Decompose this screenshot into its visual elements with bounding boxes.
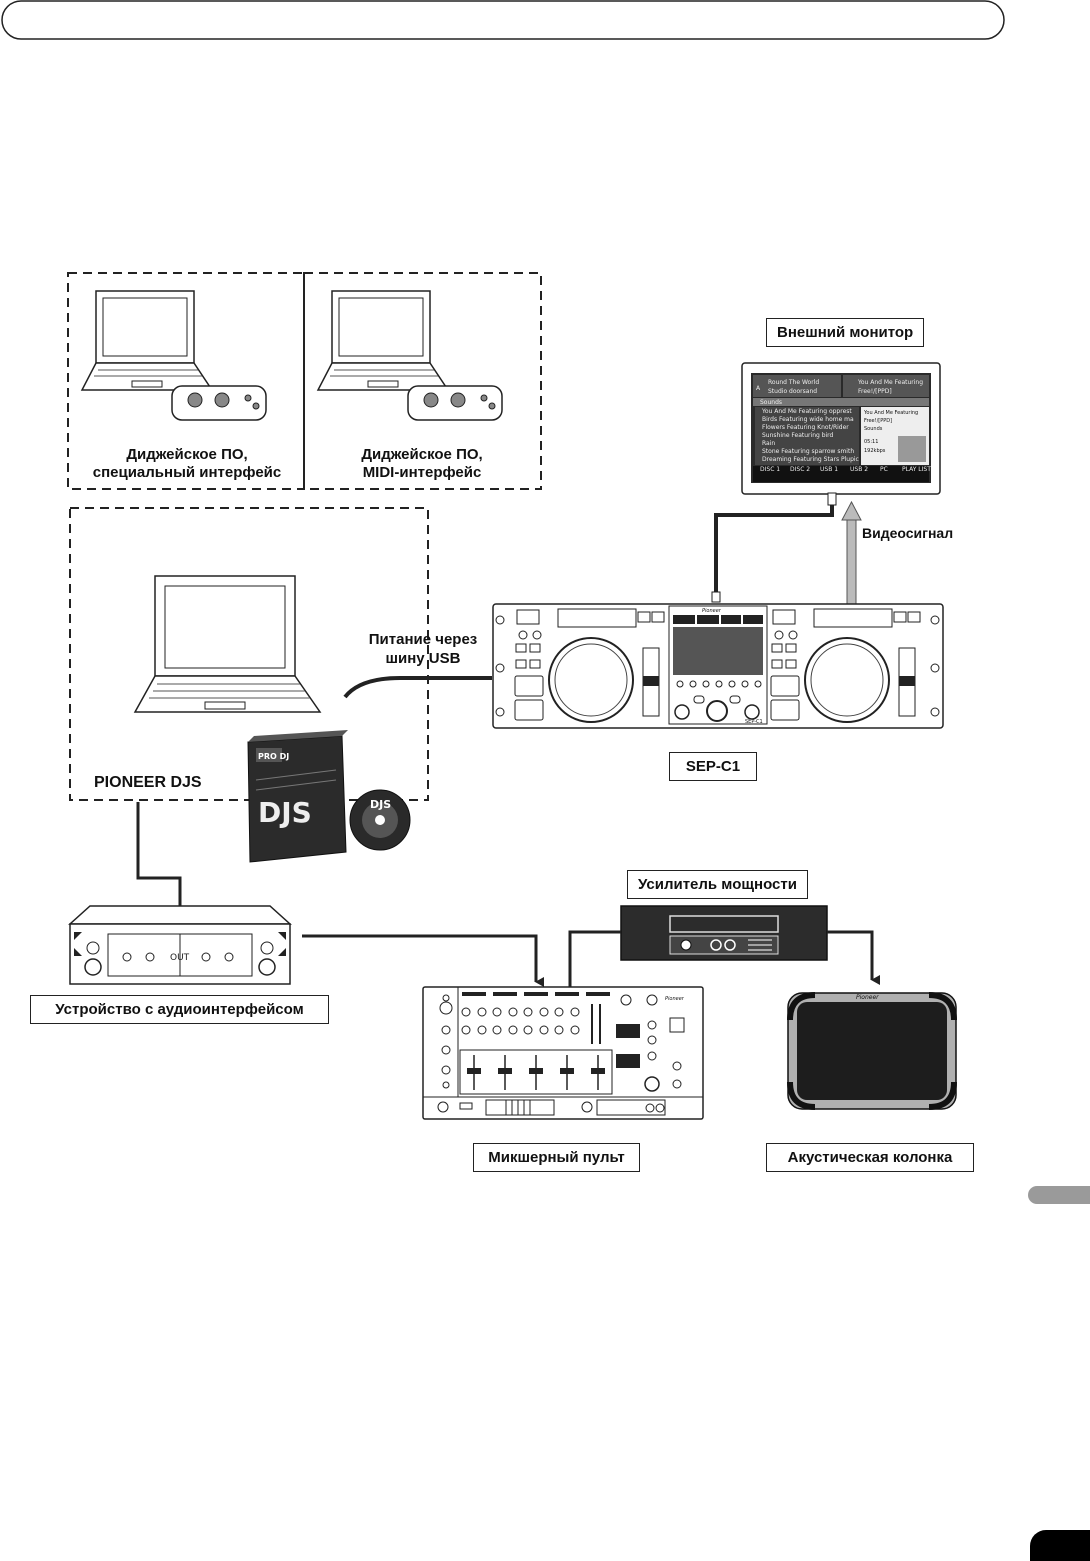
- djs-disc-logo: DJS: [370, 798, 391, 811]
- sep-c1-brand: Pioneer: [702, 608, 722, 614]
- monitor-list-item: Sunshine Featuring bird: [762, 432, 834, 439]
- controller-1-icon: [171, 385, 267, 421]
- laptop-2-icon: [316, 290, 450, 391]
- controller-2-icon: [407, 385, 503, 421]
- djs-box-brand: PRO DJ: [258, 752, 289, 761]
- monitor-list-item: You And Me Featuring opprest: [761, 408, 852, 415]
- monitor-deck-b-track: You And Me Featuring: [857, 379, 923, 386]
- monitor-info-track: You And Me Featuring: [863, 410, 918, 416]
- section-tab: [1028, 1186, 1090, 1204]
- monitor-deck-a-track: Round The World: [768, 379, 819, 386]
- label-line: Диджейское ПО,: [361, 446, 483, 463]
- monitor-info-genre: Sounds: [864, 426, 883, 432]
- label-external-monitor: Внешний монитор: [766, 318, 925, 347]
- label-dj-software-midi: Диджейское ПО, MIDI-интерфейс: [312, 446, 532, 482]
- label-dj-software-special: Диджейское ПО, специальный интерфейс: [78, 446, 296, 482]
- monitor-bitrate: 192kbps: [864, 448, 886, 454]
- usb-cable: [343, 676, 492, 699]
- monitor-deck-a-letter: A: [756, 385, 761, 392]
- monitor-tab: DISC 1: [760, 466, 780, 473]
- page-number-tab: [1030, 1530, 1090, 1561]
- djs-disc-icon: DJS: [349, 789, 411, 851]
- label-video-signal: Видеосигнал: [862, 525, 954, 541]
- djs-box-logo: DJS: [258, 796, 312, 829]
- speaker-brand: Pioneer: [856, 994, 879, 1001]
- label-mixer: Микшерный пульт: [473, 1143, 640, 1172]
- video-signal-arrow: [841, 500, 862, 605]
- audio-cable-interface-to-mixer: [302, 934, 544, 987]
- audio-cable-mixer-to-amp: [568, 930, 621, 988]
- monitor-info-artist: Free!/[PPD]: [864, 418, 892, 424]
- monitor-list-item: Stone Featuring sparrow smith: [762, 448, 854, 455]
- label-audio-interface-device: Устройство с аудиоинтерфейсом: [30, 995, 329, 1024]
- monitor-list-item: Dreaming Featuring Stars Plupic: [762, 456, 859, 463]
- monitor-tab: DISC 2: [790, 466, 810, 473]
- audio-out-label: OUT: [170, 953, 190, 963]
- mixer-device: Pioneer: [422, 986, 704, 1120]
- label-pioneer-djs: PIONEER DJS: [94, 774, 202, 791]
- dashed-box-special-interface: [67, 272, 305, 490]
- label-line: специальный интерфейс: [92, 464, 282, 481]
- label-line: Питание через: [368, 631, 478, 648]
- monitor-tab: USB 2: [850, 466, 868, 473]
- external-monitor: A Round The World Studio doorsand You An…: [741, 362, 941, 506]
- monitor-deck-a-sub: Studio doorsand: [768, 388, 817, 395]
- monitor-list-item: Flowers Featuring Knot/Rider: [762, 424, 849, 431]
- monitor-category: Sounds: [760, 399, 782, 406]
- monitor-time: 05:11: [864, 439, 878, 445]
- sep-c1-center-label: SEP-C1: [745, 719, 763, 725]
- label-line: шину USB: [385, 650, 461, 667]
- monitor-list-item: Rain: [762, 440, 775, 447]
- laptop-1-icon: [80, 290, 214, 391]
- header-bar: [1, 0, 1005, 40]
- sep-c1-controller: Pioneer SEP-C1: [492, 603, 944, 729]
- audio-interface-device: OUT: [68, 905, 292, 985]
- monitor-deck-b-sub: Free!/[PPD]: [858, 388, 892, 395]
- label-sep-c1: SEP-C1: [669, 752, 757, 781]
- video-cable: [714, 505, 834, 594]
- dashed-box-midi-interface: [303, 272, 542, 490]
- monitor-tab: PC: [880, 466, 888, 473]
- label-usb-power: Питание через шину USB: [358, 630, 488, 668]
- monitor-tab: USB 1: [820, 466, 838, 473]
- monitor-list-item: Birds Featuring wide home ma: [762, 416, 854, 423]
- label-speaker: Акустическая колонка: [766, 1143, 974, 1172]
- usb-cable-audio-interface: [136, 802, 182, 906]
- label-line: MIDI-интерфейс: [362, 464, 482, 481]
- speaker-device: Pioneer: [787, 992, 957, 1110]
- power-amplifier: [620, 905, 828, 961]
- mixer-brand: Pioneer: [665, 996, 685, 1002]
- laptop-3-icon: [133, 575, 322, 713]
- monitor-tab: PLAY LIST: [902, 466, 931, 473]
- label-power-amp: Усилитель мощности: [627, 870, 808, 899]
- label-line: Диджейское ПО,: [126, 446, 248, 463]
- djs-software-box: PRO DJ DJS: [247, 730, 348, 863]
- speaker-cable-amp-to-speaker: [827, 930, 880, 985]
